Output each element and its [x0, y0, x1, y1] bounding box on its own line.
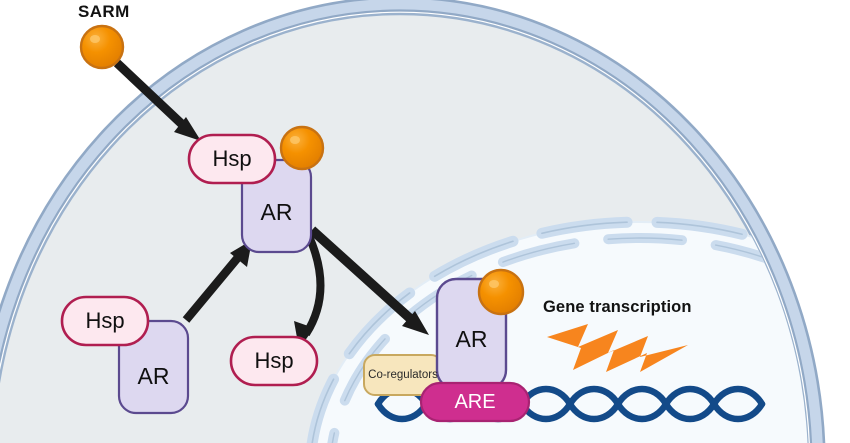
membrane-band [0, 0, 824, 443]
sarm-ligand-free-group [79, 24, 125, 70]
hsp-node-activated [187, 133, 277, 185]
sarm-ligand-sphere-icon-nucleus [477, 268, 525, 316]
arrow-group [113, 59, 429, 349]
membrane-inner-line [0, 9, 812, 443]
arrow-sarm-to-receptor [113, 59, 201, 141]
ar-node-cytoplasm [117, 319, 190, 415]
are-node [419, 381, 531, 423]
ar-hsp-ligand-complex-activated [187, 125, 325, 254]
nuclear-envelope [304, 216, 808, 443]
ar-node-activated [240, 158, 313, 254]
sarm-ligand-sphere-icon-bound [279, 125, 325, 171]
hsp-node-cytoplasm [60, 295, 150, 347]
nuclear-envelope-inner-outline [329, 237, 808, 443]
sarm-ligand-sphere-icon-free [79, 24, 125, 70]
ligand-highlight-nucleus [489, 280, 499, 288]
arrow-nuclear-translocation [308, 226, 429, 335]
zigzag-arrow-shape [547, 324, 688, 372]
hsp-node-released [229, 335, 319, 387]
ligand-highlight [290, 136, 300, 144]
hsp-released-group [229, 335, 319, 387]
transcription-zigzag-arrow-icon [547, 324, 688, 372]
ligand-highlight-free [90, 35, 100, 43]
ar-hsp-complex-cytoplasm [60, 295, 190, 415]
ar-dna-binding-complex [363, 268, 531, 423]
